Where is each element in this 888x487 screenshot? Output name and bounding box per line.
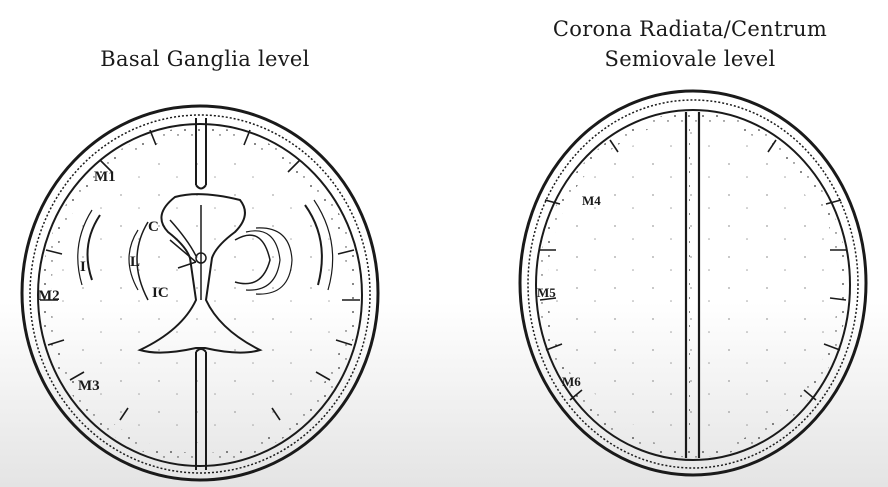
label-m4: M4 [582,193,601,208]
corona-radiata-brain [520,91,866,475]
label-m6: M6 [562,374,581,389]
label-lentiform: L [130,254,140,270]
label-m1: M1 [94,169,116,185]
label-insula: I [80,259,86,275]
label-internal-capsule: IC [152,285,169,301]
label-caudate: C [148,219,159,235]
basal-ganglia-brain [22,106,378,480]
white-matter-speckle [60,147,340,443]
label-m5: M5 [537,285,556,300]
label-m2: M2 [38,288,60,304]
label-m3: M3 [78,378,100,394]
